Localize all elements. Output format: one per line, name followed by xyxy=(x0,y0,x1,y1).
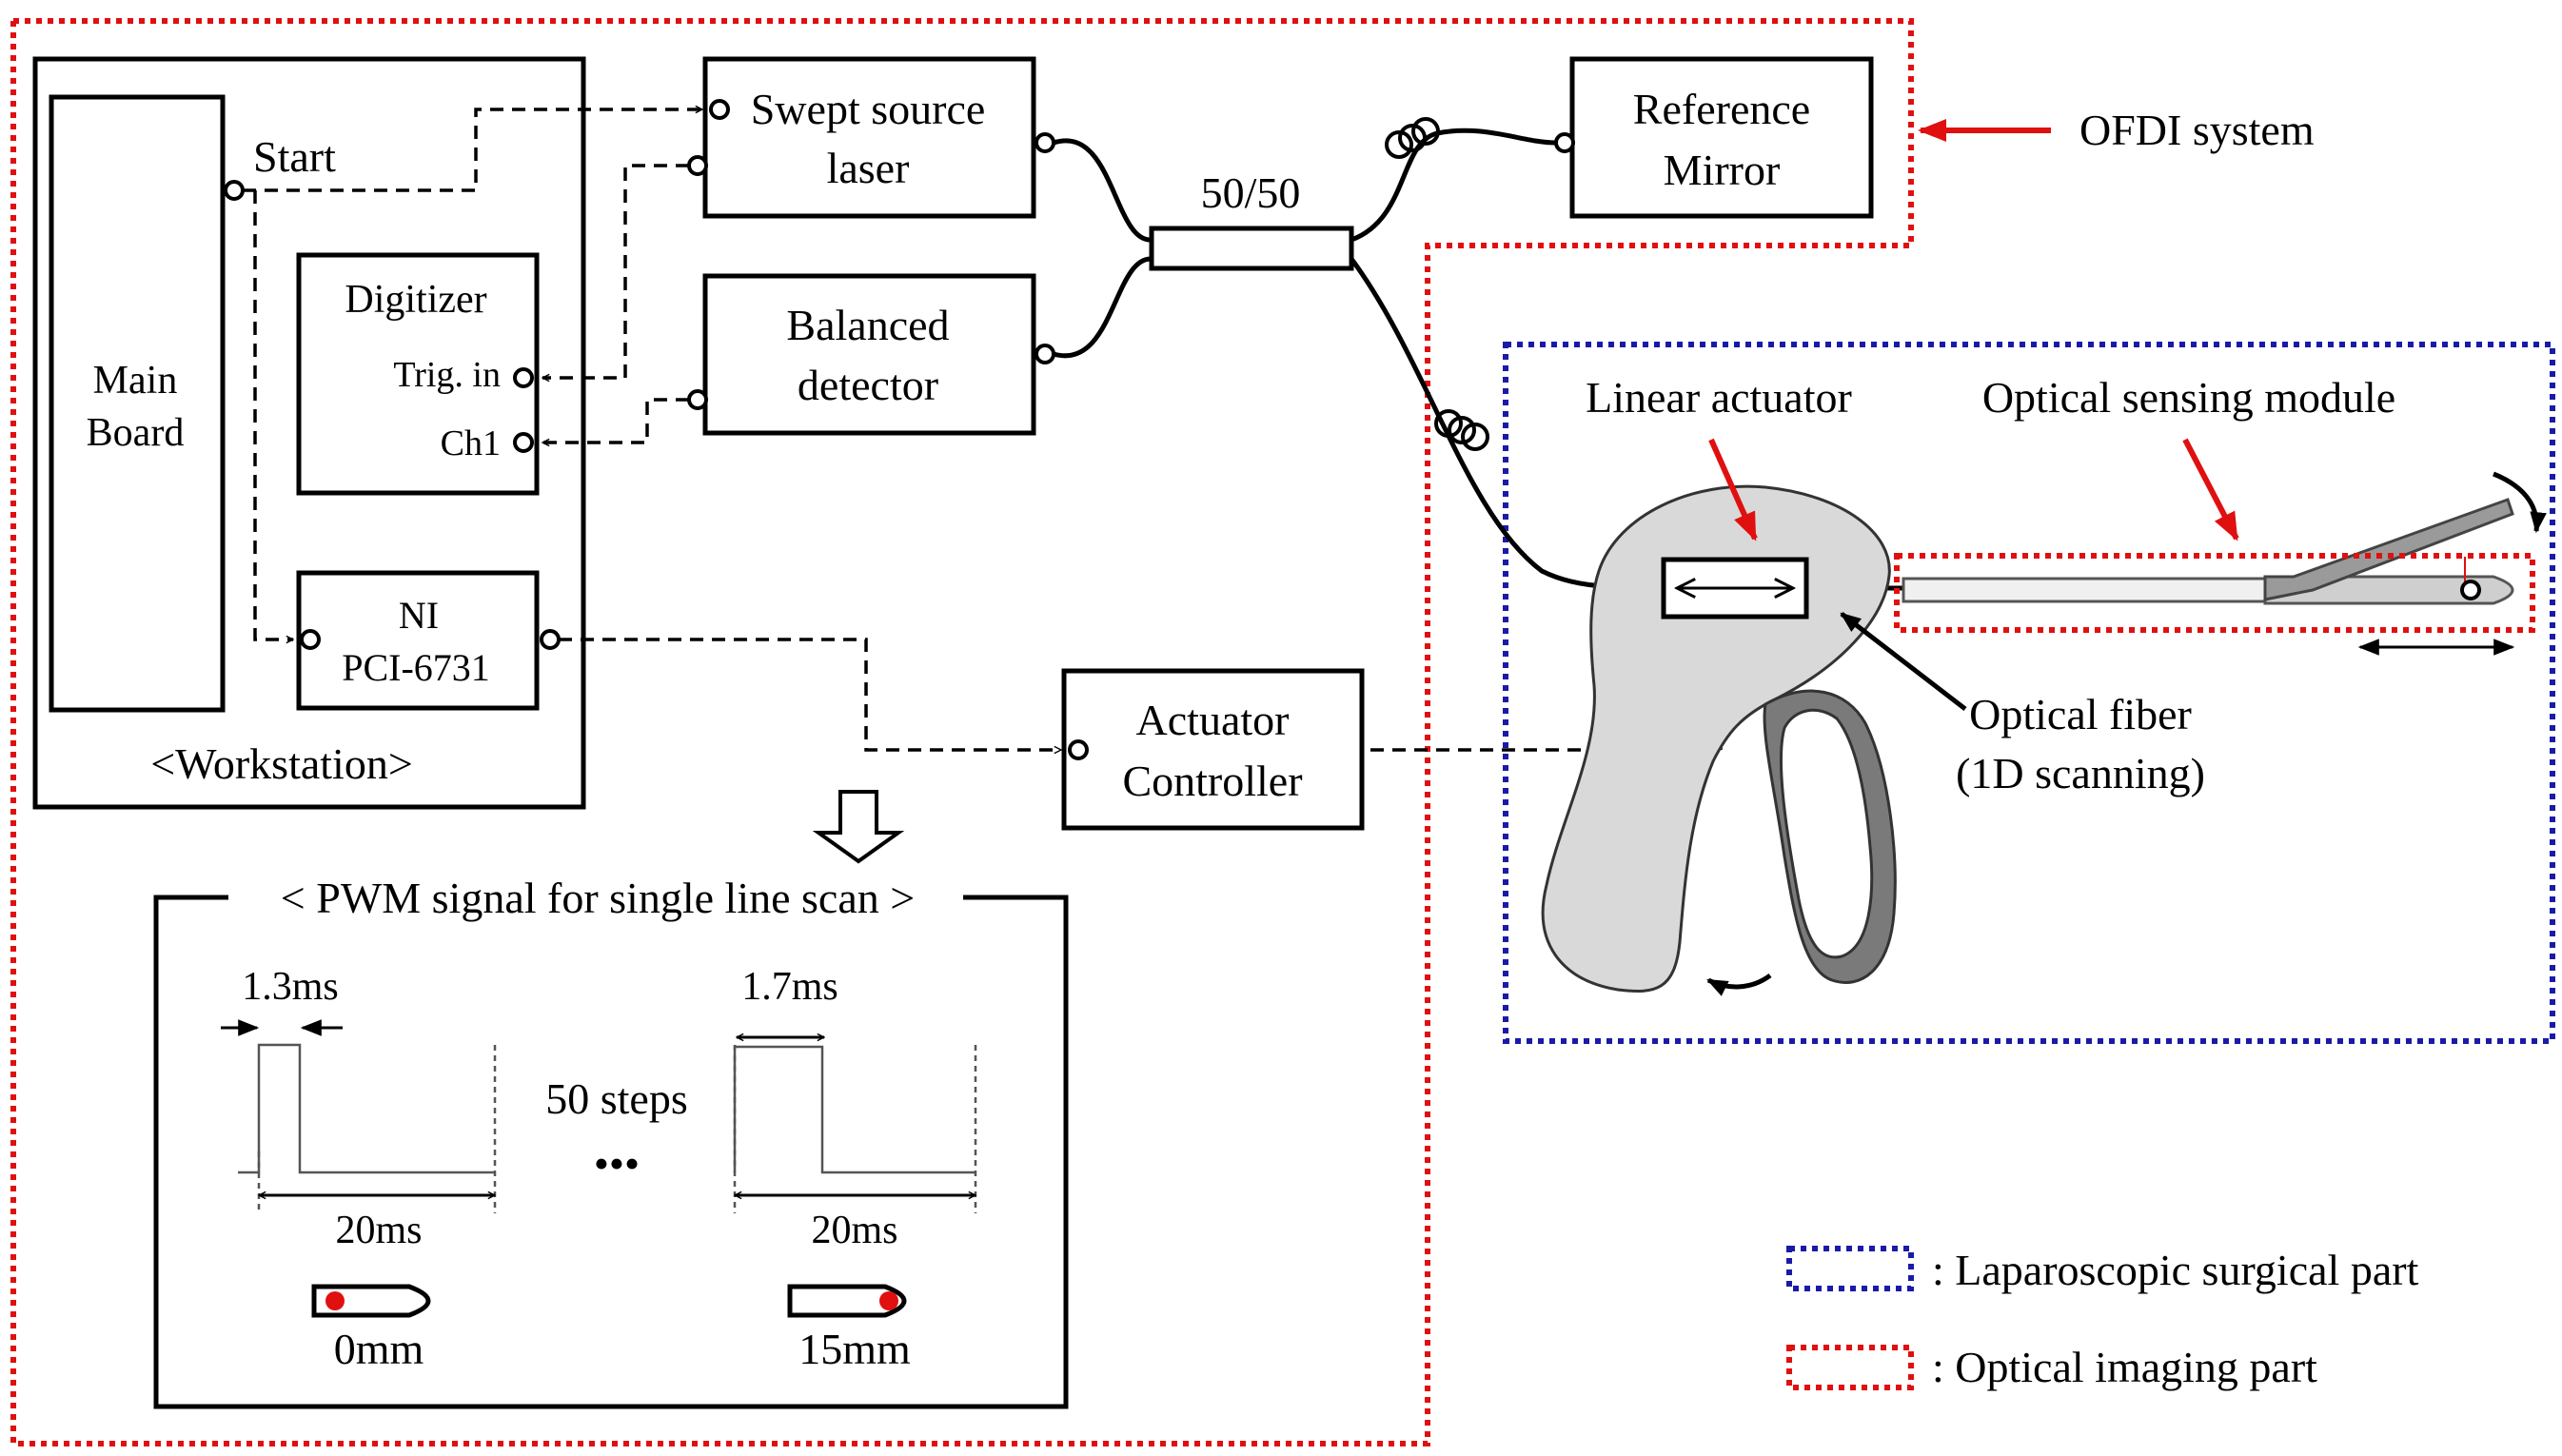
fiber-detector-coupler xyxy=(1053,256,1153,359)
linear-actuator-label: Linear actuator xyxy=(1586,373,1852,422)
linear-actuator-arrow xyxy=(1708,438,1758,541)
trig-in-label: Trig. in xyxy=(393,355,501,395)
trig-in-port xyxy=(513,367,534,388)
ni-card-box xyxy=(296,570,540,711)
device-shaft xyxy=(1902,577,2267,603)
detector-to-ch1 xyxy=(542,398,689,443)
legend-optical-label: : Optical imaging part xyxy=(1932,1343,2317,1391)
reference-mirror-label-2: Mirror xyxy=(1664,146,1781,194)
actuator-controller-label-2: Controller xyxy=(1122,757,1302,805)
ch1-label: Ch1 xyxy=(441,423,501,463)
fiber-loop-probe xyxy=(1434,409,1489,451)
laser-output-port xyxy=(1035,132,1055,153)
swept-source-label-1: Swept source xyxy=(751,85,986,133)
optical-sensing-module-arrow xyxy=(2182,438,2239,541)
start-to-ni-card xyxy=(253,190,293,639)
optical-imaging-boundary xyxy=(10,18,1914,1446)
probe-position-0mm xyxy=(311,1284,431,1318)
optical-fiber-arrow xyxy=(1840,612,1967,711)
fiber-laser-coupler xyxy=(1053,138,1153,243)
swept-source-box xyxy=(702,56,1036,219)
optical-fiber-label-1: Optical fiber xyxy=(1969,690,2192,738)
device-fiber-tip-port xyxy=(2460,580,2481,600)
fiber-coupler-reference xyxy=(1350,128,1557,243)
jaw-rotate-arrow xyxy=(2493,471,2547,534)
reference-mirror-label-1: Reference xyxy=(1633,85,1810,133)
detector-out-port xyxy=(687,389,708,410)
period2-label: 20ms xyxy=(811,1209,897,1252)
pwm-panel xyxy=(153,895,1069,1409)
pos2-label: 15mm xyxy=(798,1325,911,1373)
coupler-box xyxy=(1149,226,1354,271)
ni-in-port xyxy=(300,629,321,650)
laser-sweep-port xyxy=(687,155,708,176)
ni-card-label-1: NI xyxy=(399,594,439,637)
fiber-loop-reference xyxy=(1385,117,1440,159)
period1-label: 20ms xyxy=(335,1209,422,1252)
ofdi-system-label: OFDI system xyxy=(2079,106,2315,154)
main-board-box xyxy=(49,94,226,713)
actuator-controller-label-1: Actuator xyxy=(1136,696,1290,744)
pulse1-waveform xyxy=(238,1043,495,1174)
ni-out-port xyxy=(540,629,561,650)
pwm-title-bg xyxy=(228,876,963,919)
optical-sensing-module-label: Optical sensing module xyxy=(1982,373,2395,422)
actuator-controller-box xyxy=(1061,668,1365,831)
ni-to-controller xyxy=(559,638,1061,750)
digitizer-title: Digitizer xyxy=(345,278,486,322)
legend-laparoscopic-label: : Laparoscopic surgical part xyxy=(1932,1246,2419,1294)
pos1-label: 0mm xyxy=(334,1325,424,1373)
detector-in-port xyxy=(1035,344,1055,364)
device-jaw-upper xyxy=(2263,498,2514,601)
balanced-detector-label-2: detector xyxy=(798,361,938,409)
start-to-laser-trigger xyxy=(243,109,702,192)
probe-dot-0mm xyxy=(325,1291,345,1310)
pwm-title: < PWM signal for single line scan > xyxy=(281,874,915,922)
pulse2-width-label: 1.7ms xyxy=(741,965,838,1009)
ch1-port xyxy=(513,432,534,453)
probe-position-15mm xyxy=(787,1284,907,1318)
optical-fiber-label-2: (1D scanning) xyxy=(1956,749,2205,797)
controller-in-port xyxy=(1068,739,1089,760)
legend-optical-swatch xyxy=(1786,1345,1914,1390)
workstation-label: <Workstation> xyxy=(150,739,413,788)
swept-source-label-2: laser xyxy=(827,144,910,192)
device-rotate-arrow xyxy=(1706,973,1772,996)
start-label: Start xyxy=(253,132,336,181)
laser-trigger-port xyxy=(709,99,730,120)
legend-laparoscopic-swatch xyxy=(1786,1246,1914,1291)
digitizer-box xyxy=(296,252,540,496)
ni-card-label-2: PCI-6731 xyxy=(342,646,490,689)
probe-dot-15mm xyxy=(879,1291,898,1310)
main-board-label-1: Main xyxy=(93,359,178,403)
start-port xyxy=(224,180,245,201)
steps-label: 50 steps xyxy=(545,1074,688,1123)
pulse1-width-label: 1.3ms xyxy=(242,965,339,1009)
pwm-down-arrow xyxy=(812,790,905,864)
main-board-label-2: Board xyxy=(87,411,185,455)
laser-to-trig-in xyxy=(542,164,689,378)
steps-ellipsis: ••• xyxy=(594,1139,640,1188)
mirror-port xyxy=(1554,132,1575,153)
device-trigger-grip xyxy=(1763,689,1897,984)
balanced-detector-box xyxy=(702,273,1036,436)
coupler-label: 50/50 xyxy=(1201,168,1301,217)
laparoscopic-boundary xyxy=(1503,342,2555,1044)
optical-sensing-highlight xyxy=(1894,553,2535,633)
balanced-detector-label-1: Balanced xyxy=(786,301,949,349)
